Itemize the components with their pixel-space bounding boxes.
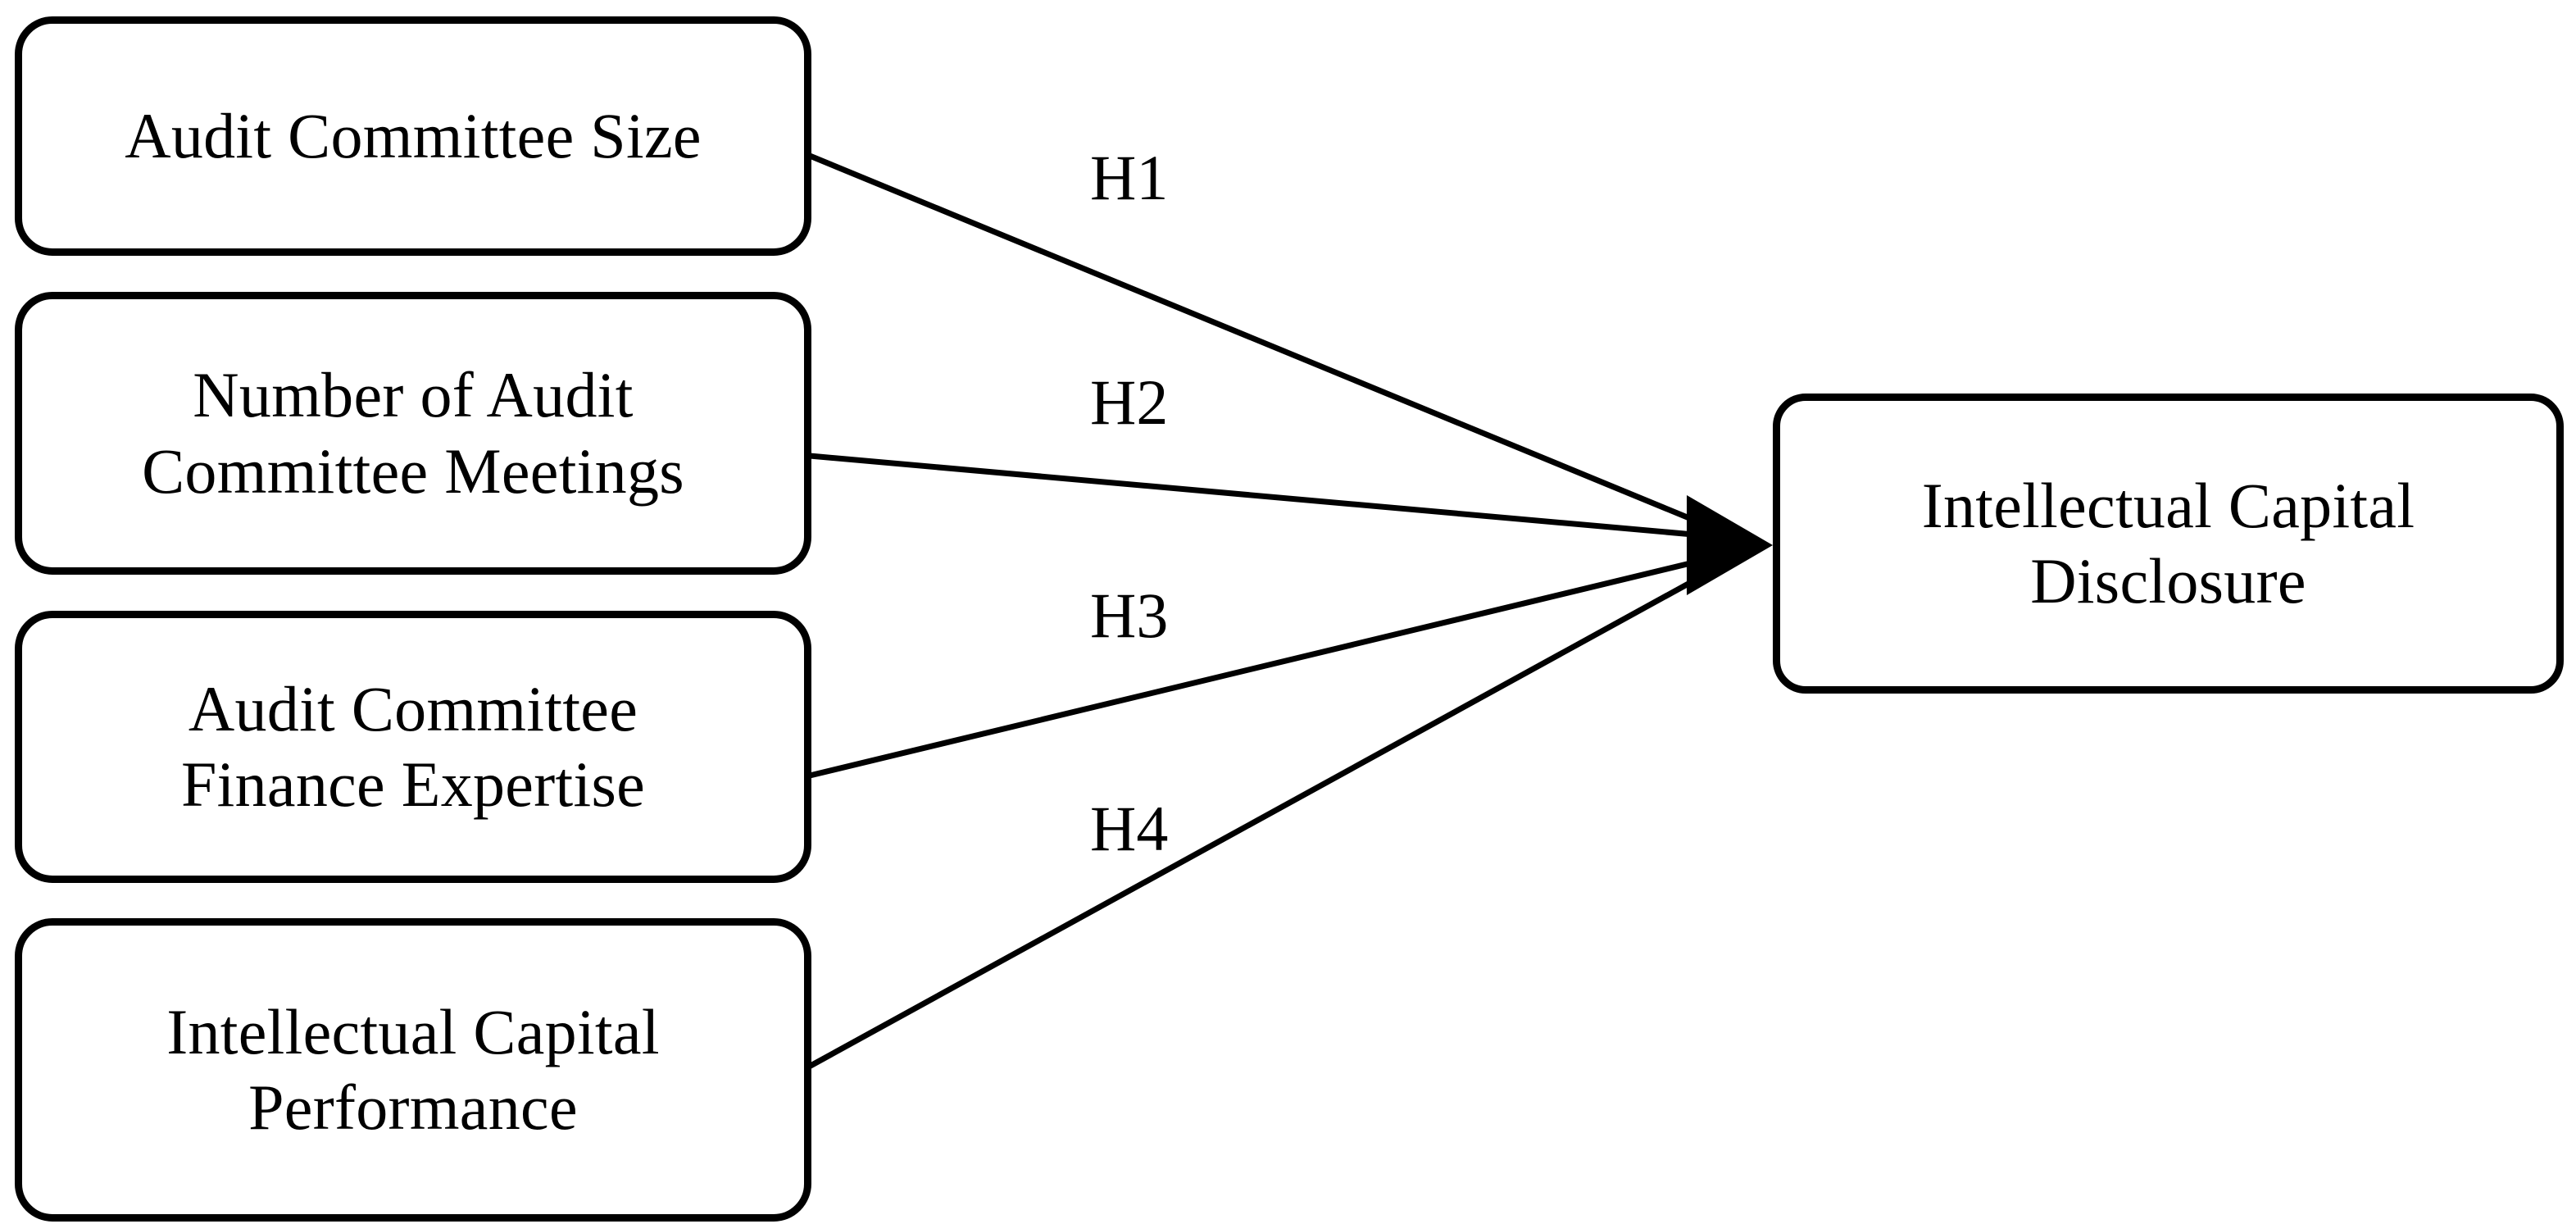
node-label-line: Committee Meetings xyxy=(142,435,684,507)
hypothesis-label-h4: H4 xyxy=(1090,793,1169,864)
node-label-line: Audit Committee Size xyxy=(125,99,702,171)
node-label-line: Audit Committee xyxy=(188,672,638,744)
node-label-line: Intellectual Capital xyxy=(166,995,660,1067)
node-number-of-audit-committee-meetings[interactable]: Number of Audit Committee Meetings xyxy=(15,292,811,575)
edge-h4 xyxy=(800,562,1723,1074)
node-audit-committee-size[interactable]: Audit Committee Size xyxy=(15,16,811,256)
hypothesis-label-h3: H3 xyxy=(1090,580,1169,651)
arrowhead-icon xyxy=(1687,495,1773,595)
edge-h3 xyxy=(809,553,1722,779)
node-label-line: Performance xyxy=(248,1072,578,1143)
node-label-line: Disclosure xyxy=(2030,545,2306,617)
edge-h1 xyxy=(808,152,1723,535)
node-intellectual-capital-performance[interactable]: Intellectual Capital Performance xyxy=(15,918,811,1222)
node-label-line: Number of Audit xyxy=(193,359,634,431)
hypothesis-label-h2: H2 xyxy=(1090,366,1169,438)
node-audit-committee-finance-expertise[interactable]: Audit Committee Finance Expertise xyxy=(15,611,811,883)
hypothesis-label-h1: H1 xyxy=(1090,142,1169,213)
edge-h2 xyxy=(809,453,1722,540)
node-intellectual-capital-disclosure[interactable]: Intellectual Capital Disclosure xyxy=(1773,394,2564,694)
node-label-line: Finance Expertise xyxy=(180,749,646,820)
node-label-line: Intellectual Capital xyxy=(1921,469,2415,541)
